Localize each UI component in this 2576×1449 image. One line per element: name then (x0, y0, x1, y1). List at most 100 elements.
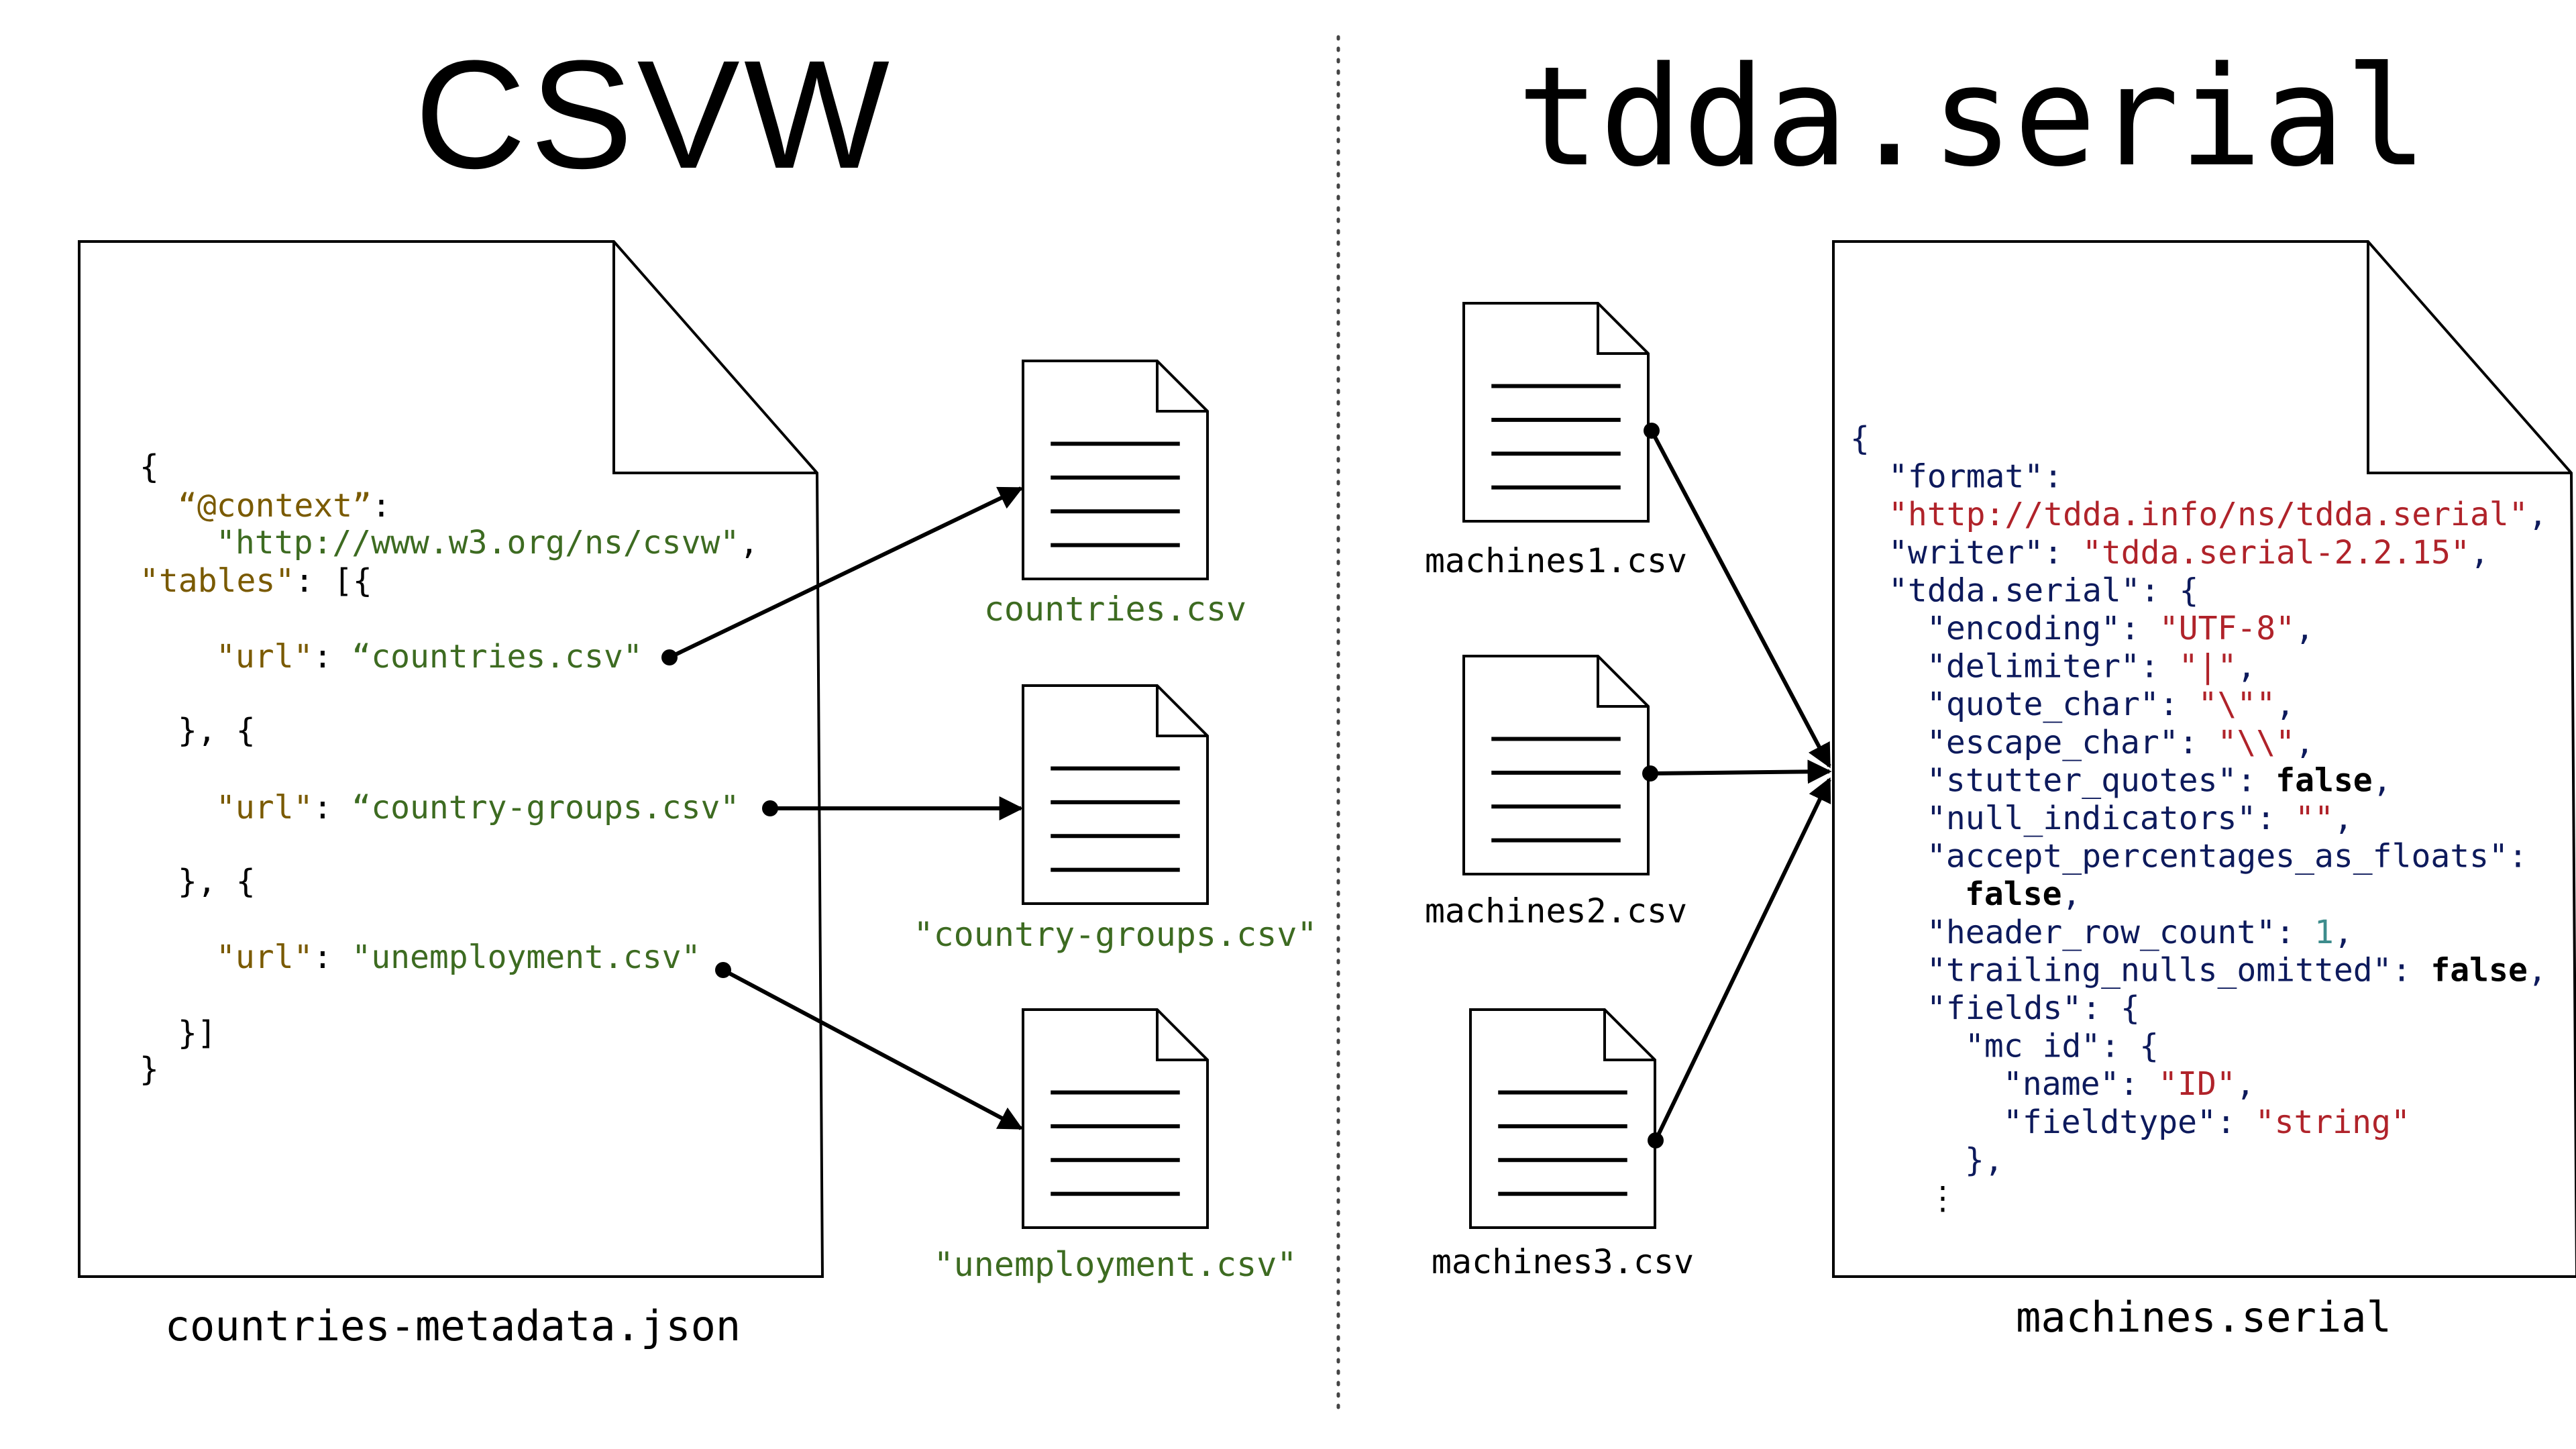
metadata-json-token: "unemployment.csv" (352, 938, 700, 976)
serial-json-token: "null_indicators" (1927, 800, 2256, 837)
metadata-file-label: countries-metadata.json (165, 1301, 741, 1350)
serial-json-line: "mc id": { (1965, 1028, 2159, 1065)
csv-file-icon (1462, 655, 1650, 875)
metadata-json-line: "url": “countries.csv" (216, 638, 643, 676)
metadata-json-token: : (372, 487, 391, 525)
metadata-json-token: "url" (216, 938, 313, 976)
csv-file-icon (1462, 302, 1650, 523)
serial-json-token: "\\" (2217, 724, 2295, 761)
metadata-json-token: , (739, 524, 759, 561)
serial-json-token: , (2295, 724, 2314, 761)
metadata-json-line: "tables": [{ (140, 562, 372, 600)
serial-json-line: "header_row_count": 1, (1927, 914, 2353, 951)
serial-json-line: "trailing_nulls_omitted": false, (1927, 951, 2547, 989)
serial-json-token: : (2216, 1104, 2255, 1141)
serial-json-token: , (2334, 800, 2353, 837)
serial-json-token: : (2121, 610, 2159, 647)
serial-json-token: , (2275, 686, 2295, 723)
serial-json-token: : { (2100, 1028, 2159, 1065)
csv-file-label: machines3.csv (1432, 1242, 1694, 1281)
serial-json-line: "accept_percentages_as_floats": (1927, 838, 2528, 875)
title-tdda-serial: tdda.serial (1517, 38, 2428, 197)
metadata-json-line: "url": "unemployment.csv" (216, 938, 700, 976)
serial-json-token: "writer" (1888, 534, 2043, 572)
serial-json-token: "mc id" (1965, 1028, 2100, 1065)
title-csvw: CSVW (415, 28, 894, 201)
csv-file-label: countries.csv (984, 590, 1246, 629)
serial-json-token: : (2159, 686, 2198, 723)
serial-json-token: , (2295, 610, 2314, 647)
serial-json-line: "writer": "tdda.serial-2.2.15", (1888, 534, 2489, 572)
serial-json-token: , (2373, 761, 2392, 799)
serial-json-token: , (2334, 914, 2353, 951)
source-arrow (1648, 777, 1831, 1148)
serial-json-token: "quote_char" (1927, 686, 2159, 723)
serial-json-token: : (2043, 458, 2063, 496)
serial-json-token: : (2179, 724, 2218, 761)
serial-json-token: }, (1965, 1141, 2004, 1179)
serial-document (1832, 240, 2576, 1278)
serial-json-token: : (2508, 838, 2528, 875)
serial-json-line: "http://tdda.info/ns/tdda.serial", (1888, 496, 2548, 533)
csv-file-icon (1022, 1008, 1209, 1229)
serial-json-line: "fieldtype": "string" (2003, 1104, 2410, 1141)
serial-json-token: "encoding" (1927, 610, 2121, 647)
csv-file-label: machines2.csv (1425, 892, 1687, 930)
serial-json-token: "tdda.serial" (1888, 572, 2141, 609)
metadata-json-token: }, { (178, 863, 256, 900)
metadata-json-token: } (140, 1051, 159, 1088)
metadata-json-token: { (140, 448, 159, 486)
metadata-json-token: : (313, 789, 352, 826)
serial-json-token: "string" (2255, 1104, 2410, 1141)
metadata-json-token: "http://www.w3.org/ns/csvw" (216, 524, 739, 561)
serial-json-token: , (2528, 951, 2547, 989)
serial-file-label: machines.serial (2016, 1293, 2392, 1342)
serial-json-token: , (2237, 648, 2256, 686)
csv-file-label: machines1.csv (1425, 541, 1687, 580)
serial-json-line: "fields": { (1927, 989, 2140, 1027)
serial-json-token: "stutter_quotes" (1927, 761, 2237, 799)
serial-json-token: , (2062, 875, 2082, 913)
metadata-json-line: “@context”: (178, 487, 391, 525)
serial-json-token: "ID" (2158, 1065, 2236, 1103)
serial-json-line: "quote_char": "\"", (1927, 686, 2295, 723)
serial-json-token: "http://tdda.info/ns/tdda.serial" (1888, 496, 2528, 533)
source-arrow (1644, 423, 1831, 769)
metadata-json-line: } (140, 1051, 159, 1088)
csv-file-label: "unemployment.csv" (934, 1245, 1297, 1284)
serial-json-token: : (2392, 951, 2431, 989)
serial-json-token: : { (2141, 572, 2199, 609)
metadata-json-line: "http://www.w3.org/ns/csvw", (216, 524, 759, 561)
metadata-json-token: “@context” (178, 487, 372, 525)
serial-json-token: false (2430, 951, 2528, 989)
metadata-json-line: }] (178, 1014, 217, 1052)
metadata-json-token: }] (178, 1014, 217, 1052)
source-arrow (1642, 759, 1832, 784)
serial-json-token: "header_row_count" (1927, 914, 2275, 951)
metadata-json-token: “country-groups.csv" (352, 789, 739, 826)
serial-json-token: "fieldtype" (2003, 1104, 2216, 1141)
serial-json-token: "trailing_nulls_omitted" (1927, 951, 2392, 989)
serial-json-line: }, (1965, 1141, 2004, 1179)
metadata-json-token: “countries.csv" (352, 638, 642, 676)
metadata-json-code: {“@context”:"http://www.w3.org/ns/csvw",… (140, 448, 759, 1088)
metadata-json-token: : [{ (294, 562, 372, 600)
reference-arrow (762, 796, 1024, 820)
metadata-document (78, 240, 824, 1278)
serial-json-line: ⋮ (1927, 1179, 1959, 1217)
serial-json-token: : { (2082, 989, 2140, 1027)
serial-json-token: "tdda.serial-2.2.15" (2082, 534, 2470, 572)
serial-json-line: "name": "ID", (2003, 1065, 2255, 1103)
serial-json-line: false, (1965, 875, 2081, 913)
serial-json-token: , (2528, 496, 2548, 533)
metadata-json-token: "url" (216, 789, 313, 826)
metadata-json-line: "url": “country-groups.csv" (216, 789, 739, 826)
serial-json-token: : (2256, 800, 2295, 837)
serial-json-token: : (2237, 761, 2275, 799)
serial-json-token: : (2119, 1065, 2158, 1103)
reference-arrow (661, 486, 1024, 665)
serial-json-token: : (2043, 534, 2082, 572)
csv-file-icon (1469, 1008, 1656, 1229)
serial-json-token: , (2470, 534, 2489, 572)
